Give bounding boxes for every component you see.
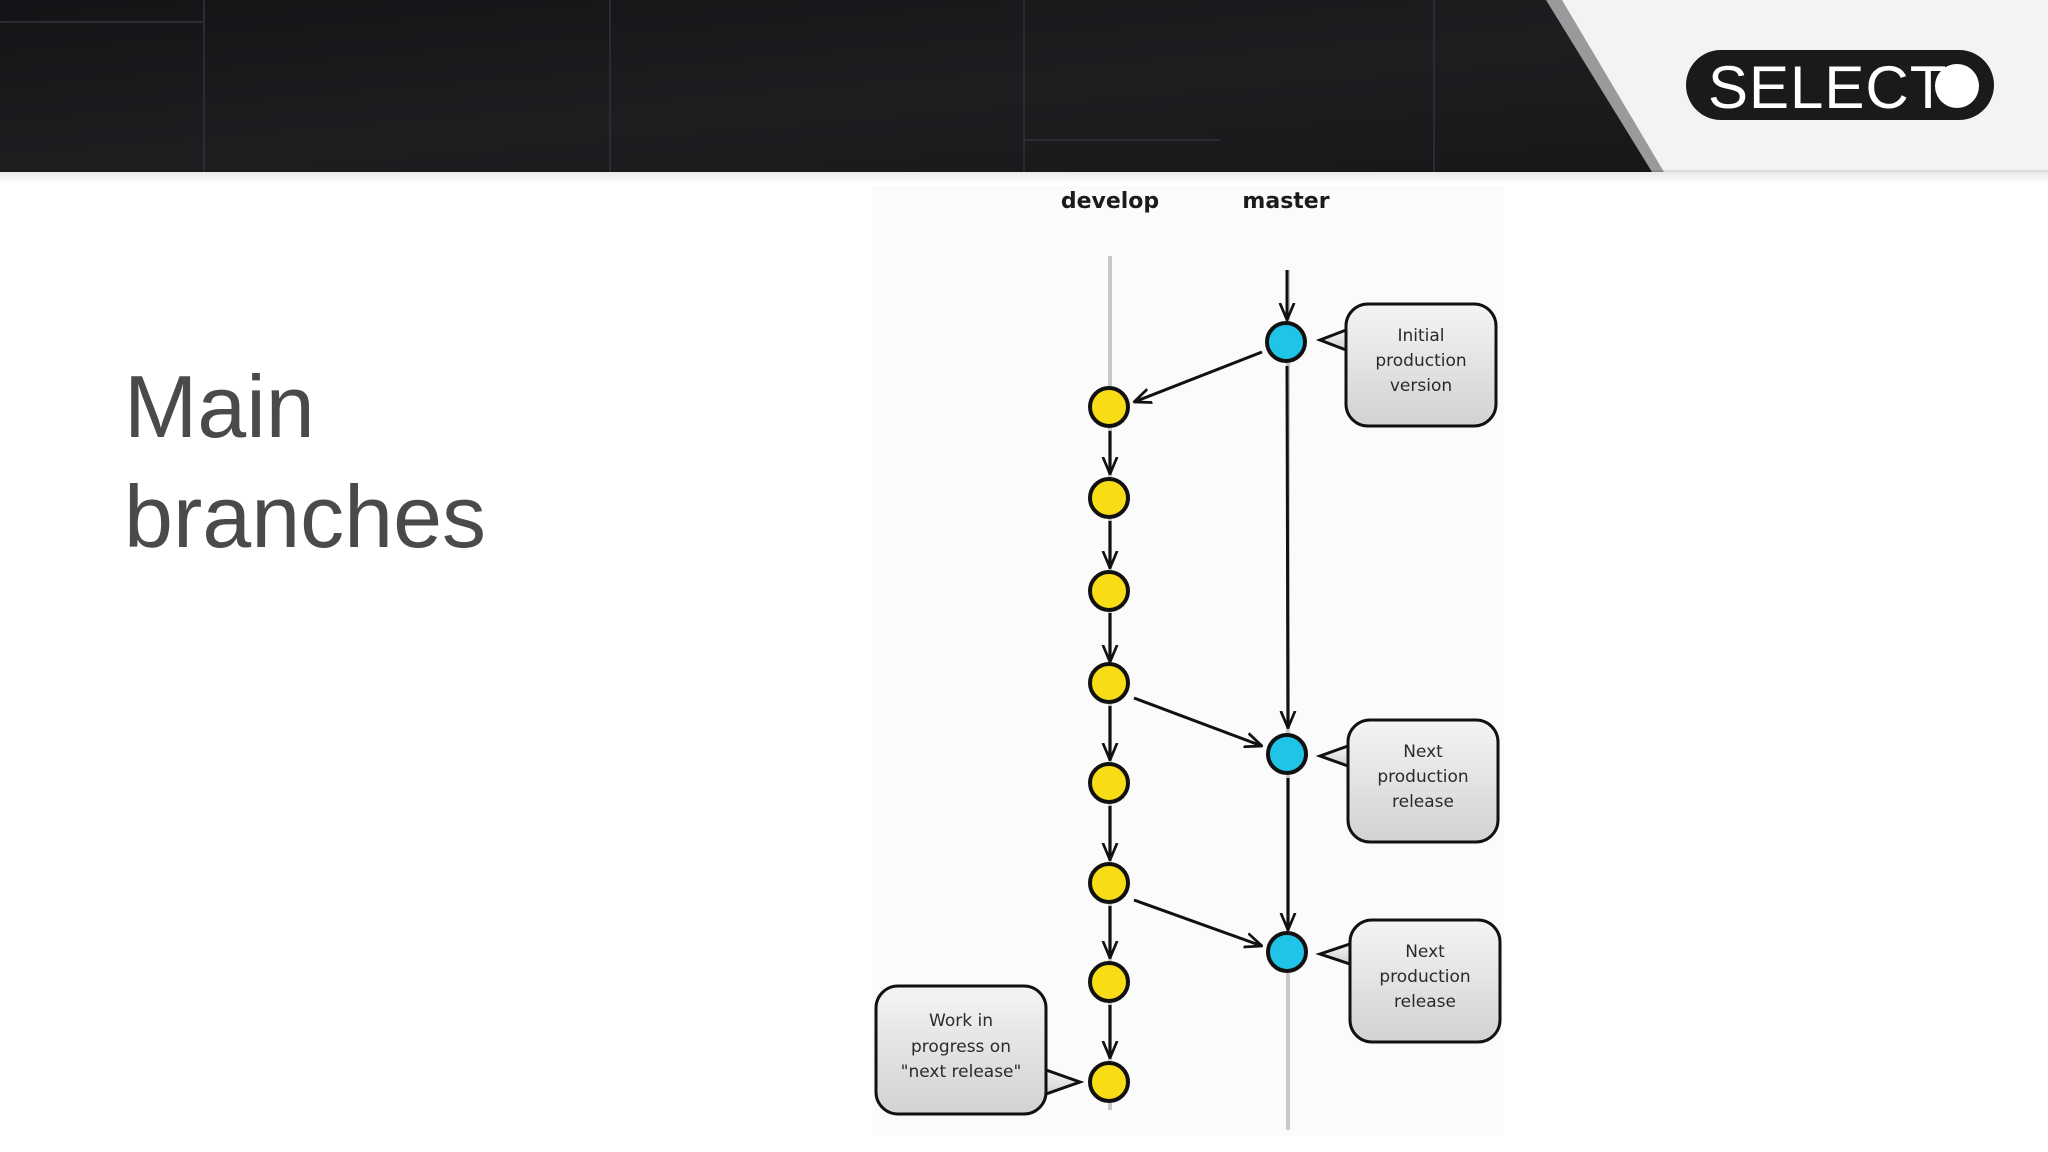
callout-initial-line-1: Initial bbox=[1397, 326, 1444, 346]
callout-initial: Initial production version bbox=[1315, 302, 1498, 428]
header-shadow bbox=[0, 170, 2048, 184]
logo-dot-icon bbox=[1935, 64, 1979, 108]
lane-label-master: master bbox=[1242, 189, 1329, 214]
develop-commit bbox=[1088, 1061, 1130, 1103]
develop-commit bbox=[1088, 961, 1130, 1003]
merge-arrow-1 bbox=[1133, 696, 1262, 746]
develop-commit bbox=[1088, 862, 1130, 904]
master-commit-release-1 bbox=[1266, 733, 1308, 775]
callout-release-1: Next production release bbox=[1315, 718, 1500, 844]
header-band: SELECT bbox=[0, 0, 2048, 172]
callout-release-2-line-1: Next bbox=[1405, 942, 1445, 962]
master-commit-initial bbox=[1265, 321, 1307, 363]
callout-release-1-line-1: Next bbox=[1403, 742, 1443, 762]
slide-title-line-1: Main bbox=[124, 357, 315, 456]
commit-arrows bbox=[1110, 270, 1288, 1058]
callout-wip: Work in progress on "next release" bbox=[874, 984, 1085, 1116]
callout-release-2: Next production release bbox=[1315, 918, 1502, 1044]
callout-release-2-line-3: release bbox=[1394, 992, 1456, 1012]
callout-initial-line-2: production bbox=[1375, 351, 1466, 371]
callout-initial-line-3: version bbox=[1390, 376, 1452, 396]
header-decor-lines bbox=[0, 0, 1435, 172]
logo-pill bbox=[1686, 50, 1994, 120]
develop-commit bbox=[1088, 386, 1130, 428]
callout-wip-line-3: "next release" bbox=[901, 1062, 1022, 1082]
logo-text: SELECT bbox=[1708, 54, 1947, 121]
master-commit-release-2 bbox=[1266, 931, 1308, 973]
lane-label-develop: develop bbox=[1061, 189, 1159, 214]
develop-commit bbox=[1088, 762, 1130, 804]
master-to-release-1-arrow bbox=[1287, 365, 1288, 728]
brand-logo: SELECT bbox=[1686, 50, 1994, 121]
callout-release-2-line-2: production bbox=[1379, 967, 1470, 987]
callout-release-1-line-3: release bbox=[1392, 792, 1454, 812]
develop-commit bbox=[1088, 477, 1130, 519]
develop-commit bbox=[1088, 662, 1130, 704]
slide-title-line-2: branches bbox=[124, 467, 487, 566]
branch-off-arrow bbox=[1134, 350, 1263, 402]
merge-arrow-2 bbox=[1133, 898, 1262, 946]
callout-wip-line-1: Work in bbox=[929, 1011, 993, 1031]
develop-commit bbox=[1088, 570, 1130, 612]
master-commits bbox=[1265, 321, 1308, 973]
slide-title: Main branches bbox=[124, 352, 824, 572]
develop-commits bbox=[1088, 386, 1130, 1103]
callout-wip-line-2: progress on bbox=[911, 1037, 1011, 1057]
callout-release-1-line-2: production bbox=[1377, 767, 1468, 787]
